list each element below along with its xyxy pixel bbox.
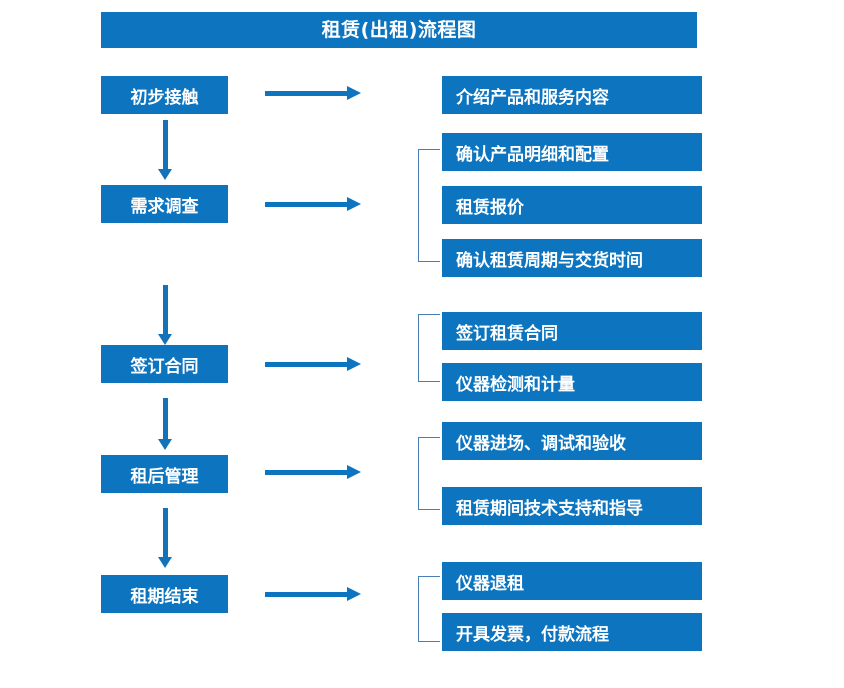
arrow-shaft: [163, 285, 168, 334]
arrow-head: [347, 587, 361, 601]
group-bracket-stage-4: [418, 437, 440, 510]
arrow-shaft: [265, 362, 347, 367]
detail-node-仪器退租[interactable]: 仪器退租: [442, 562, 702, 600]
detail-node-仪器检测和计量[interactable]: 仪器检测和计量: [442, 363, 702, 401]
arrow-head: [347, 357, 361, 371]
arrow-head: [158, 439, 172, 450]
stage-node-需求调查[interactable]: 需求调查: [101, 185, 228, 223]
arrow-head: [158, 334, 172, 345]
arrow-down-stage-1-to-2: [158, 120, 172, 180]
arrow-head: [158, 557, 172, 568]
arrow-shaft: [265, 91, 347, 96]
arrow-shaft: [265, 592, 347, 597]
arrow-right-stage-3: [265, 357, 361, 371]
arrow-right-stage-1: [265, 86, 361, 100]
arrow-head: [347, 86, 361, 100]
arrow-right-stage-5: [265, 587, 361, 601]
detail-node-仪器进场调试和验收[interactable]: 仪器进场、调试和验收: [442, 422, 702, 460]
arrow-right-stage-4: [265, 465, 361, 479]
arrow-shaft: [265, 470, 347, 475]
arrow-down-stage-4-to-5: [158, 508, 172, 568]
detail-node-签订租赁合同[interactable]: 签订租赁合同: [442, 312, 702, 350]
stage-node-签订合同[interactable]: 签订合同: [101, 345, 228, 383]
arrow-head: [158, 169, 172, 180]
group-bracket-stage-5: [418, 576, 440, 642]
group-bracket-stage-2: [418, 149, 440, 262]
diagram-title: 租赁(出租)流程图: [101, 12, 697, 48]
arrow-shaft: [163, 398, 168, 439]
detail-node-介绍产品和服务内容[interactable]: 介绍产品和服务内容: [442, 76, 702, 114]
arrow-head: [347, 465, 361, 479]
arrow-right-stage-2: [265, 197, 361, 211]
arrow-shaft: [163, 508, 168, 557]
detail-node-开具发票付款流程[interactable]: 开具发票，付款流程: [442, 613, 702, 651]
stage-node-租期结束[interactable]: 租期结束: [101, 575, 228, 613]
arrow-shaft: [163, 120, 168, 169]
arrow-down-stage-3-to-4: [158, 398, 172, 450]
stage-node-租后管理[interactable]: 租后管理: [101, 455, 228, 493]
detail-node-租赁报价[interactable]: 租赁报价: [442, 186, 702, 224]
arrow-down-stage-2-to-3: [158, 285, 172, 345]
detail-node-确认产品明细和配置[interactable]: 确认产品明细和配置: [442, 133, 702, 171]
arrow-shaft: [265, 202, 347, 207]
detail-node-确认租赁周期与交货时间[interactable]: 确认租赁周期与交货时间: [442, 239, 702, 277]
arrow-head: [347, 197, 361, 211]
group-bracket-stage-3: [418, 314, 440, 382]
detail-node-租赁期间技术支持和指导[interactable]: 租赁期间技术支持和指导: [442, 487, 702, 525]
stage-node-初步接触[interactable]: 初步接触: [101, 76, 228, 114]
